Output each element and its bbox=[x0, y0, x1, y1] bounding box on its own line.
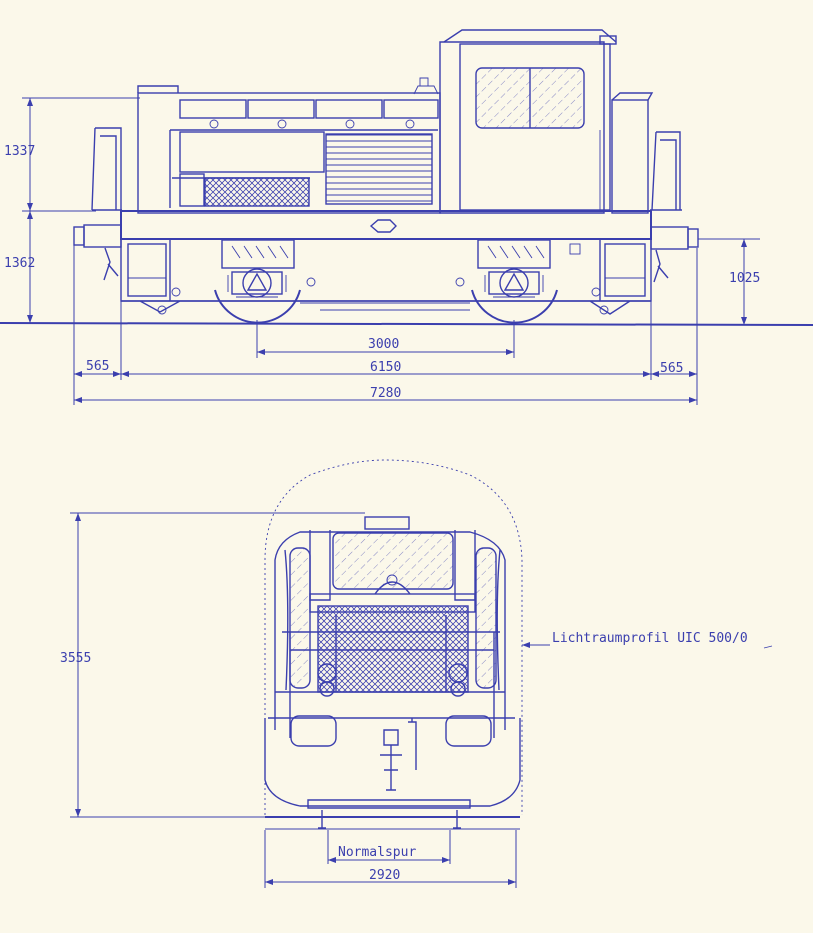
front-wheelset bbox=[214, 239, 301, 324]
gauge-label: Normalspur bbox=[338, 845, 416, 860]
engine-hood bbox=[137, 77, 441, 214]
width-dimension bbox=[264, 830, 517, 888]
front-radiator-grille bbox=[317, 605, 469, 693]
dim-total-length: 7280 bbox=[370, 386, 401, 401]
length-dimensions bbox=[73, 245, 698, 405]
front-height-dimension bbox=[70, 512, 365, 818]
right-buffer bbox=[650, 226, 699, 283]
profile-leader bbox=[522, 642, 550, 648]
coupler bbox=[380, 729, 402, 791]
dim-wheelbase: 3000 bbox=[368, 337, 399, 352]
dim-buffer-height: 1025 bbox=[729, 271, 760, 286]
right-end-railing bbox=[650, 131, 682, 211]
loco-front-body bbox=[264, 516, 521, 829]
side-view: 1337 1362 1025 3000 565 6150 565 7280 bbox=[0, 29, 813, 405]
profile-label: Lichtraumprofil UIC 500/0 bbox=[552, 631, 748, 646]
rail-line bbox=[0, 322, 813, 326]
dim-overhang-left: 565 bbox=[86, 359, 109, 374]
dim-front-height: 3555 bbox=[60, 651, 91, 666]
front-view: 3555 Lichtraumprofil UIC 500/0 Normalspu… bbox=[60, 459, 773, 888]
height-dimensions bbox=[22, 97, 140, 324]
gauge-dimension bbox=[327, 830, 451, 864]
dim-overhang-right: 565 bbox=[660, 361, 683, 376]
cab-front-window bbox=[332, 532, 454, 590]
dim-front-width: 2920 bbox=[369, 868, 400, 883]
buffer-height-dimension bbox=[698, 238, 760, 325]
left-end-railing bbox=[91, 127, 122, 213]
cab bbox=[439, 29, 654, 214]
dim-lower-height: 1362 bbox=[4, 256, 35, 271]
dim-frame-length: 6150 bbox=[370, 360, 401, 375]
clearance-profile-outline bbox=[264, 459, 523, 815]
left-buffer bbox=[73, 224, 122, 281]
main-frame bbox=[120, 210, 652, 315]
dim-upper-height: 1337 bbox=[4, 144, 35, 159]
radiator-grille bbox=[204, 177, 310, 207]
rear-wheelset bbox=[471, 239, 558, 324]
